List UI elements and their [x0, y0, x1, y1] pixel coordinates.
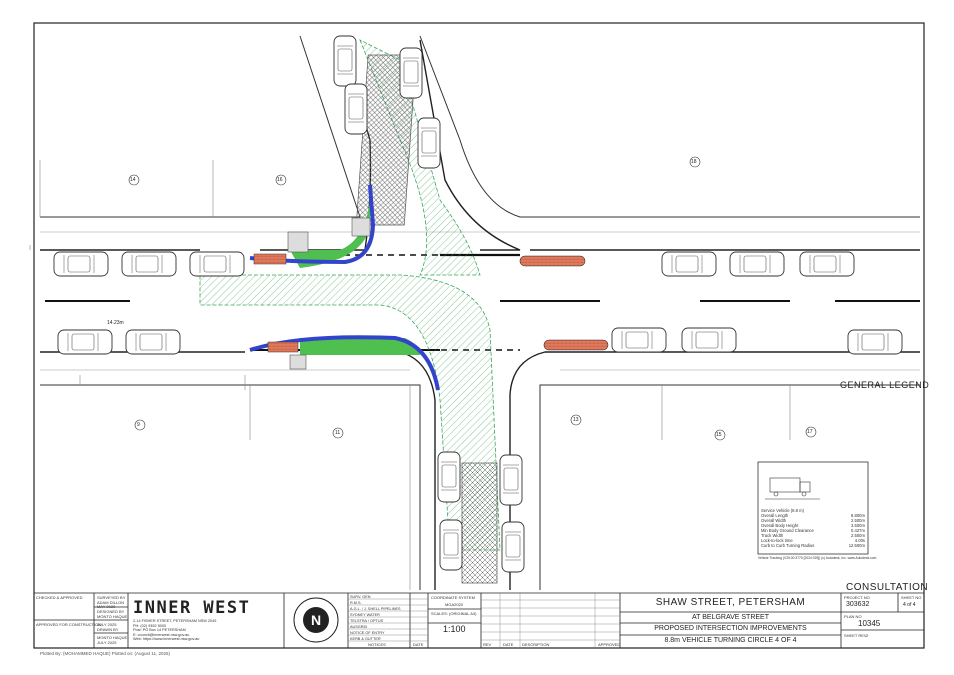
general-legend-label: GENERAL LEGEND [840, 380, 930, 390]
grass-extension-nw [290, 200, 370, 268]
surveyor-name: ADAM DILLON [97, 600, 125, 605]
approved-label: APPROVED [598, 642, 621, 647]
dimension-label: 14.23m [107, 320, 124, 326]
council-logo: INNER WEST [133, 598, 251, 618]
pedestrian-refuge-ne [519, 255, 586, 267]
drawing-title: SHAW STREET, PETERSHAM [655, 597, 806, 608]
north-arrow-icon [293, 597, 339, 643]
lot-number: 15 [716, 432, 722, 438]
rev-label: REV [483, 642, 492, 647]
lot-number: 11 [335, 430, 341, 436]
checked-approved-label: CHECKED & APPROVED [36, 595, 83, 600]
sheet-no: 4 of 4 [903, 602, 916, 608]
truck-icon [765, 477, 820, 500]
notices-date-label: DATE [413, 642, 424, 647]
median-island [355, 54, 417, 226]
drawing-title-at: AT BELGRAVE STREET [691, 614, 770, 621]
pedestrian-refuge-se [543, 339, 609, 351]
description-label: DESCRIPTION [522, 642, 550, 647]
project-no: 303632 [846, 601, 870, 608]
lot-markers [128, 156, 817, 441]
vehicle-spec-box [757, 461, 869, 555]
median-island-south [461, 462, 498, 584]
approved-construction-label: APPROVED FOR CONSTRUCTION [36, 622, 102, 627]
property-boundaries [29, 35, 920, 590]
survey-date: MAY 2020 [97, 604, 116, 609]
title-block-frame [34, 592, 924, 648]
footpath-node [287, 231, 309, 253]
designer-name: MONTO HAQUE [97, 614, 128, 619]
vehicle-spec-footer: Vehicle Tracking (V25.00.3770 [2024.025]… [758, 556, 877, 560]
lot-number: 14 [130, 177, 136, 183]
sheet-no-label: SHEET NO [901, 595, 922, 600]
drawer-name: MONTO HAQUE [97, 635, 128, 640]
project-no-label: PROJECT NO [844, 595, 870, 600]
design-date: JULY 2025 [97, 622, 117, 627]
lot-number: 9 [137, 422, 140, 428]
service-rows [348, 593, 620, 648]
plotted-by: Plotted By: (MOHAMMED HAQUE) Plotted on:… [40, 651, 170, 656]
sheet-rev-label: SHEET REV [844, 633, 867, 638]
sheet-rev: 2 [866, 633, 869, 638]
plan-no-label: PLAN NO [844, 614, 862, 619]
drawn-date: JULY 2025 [97, 640, 117, 645]
services-list: SURV. GEN R.M.S. A.G.L. / J. SHELL PIPEL… [350, 595, 401, 641]
kerb-ramp-sw [267, 341, 299, 353]
north-label: N [311, 612, 322, 628]
plan-no: 10345 [858, 619, 881, 628]
rev-date-label: DATE [503, 642, 514, 647]
swept-path [199, 274, 501, 551]
designed-by-label: DESIGNED BY [97, 609, 125, 614]
lot-number: 18 [691, 159, 697, 165]
scale-value: 1:100 [443, 624, 466, 634]
notices-label: NOTICES [368, 642, 386, 647]
grass-extension-sw [300, 338, 420, 355]
coordinate-system-label: COORDINATE SYSTEM [431, 595, 475, 600]
sheet-border [33, 22, 925, 649]
coordinate-system-value: MGA2020 [445, 602, 464, 607]
lot-number: 13 [573, 417, 579, 423]
drawing-sheet-title: 8.8m VEHICLE TURNING CIRCLE 4 OF 4 [664, 637, 797, 644]
drawing-subtitle: PROPOSED INTERSECTION IMPROVEMENTS [654, 625, 807, 632]
consultation-label: CONSULTATION [846, 582, 929, 593]
surveyed-by-label: SURVEYED BY [97, 595, 126, 600]
lot-number: 17 [807, 429, 813, 435]
kerb-ramp-w [253, 253, 287, 265]
scales-label: SCALES: (ORIGINAL A3) [431, 611, 477, 616]
drawn-by-label: DRAWN BY [97, 627, 119, 632]
spec-row: Service Vehicle (8.8 m) [761, 508, 805, 513]
lot-number: 16 [277, 177, 283, 183]
council-address: 2-14 FISHER STREET, PETERSHAM NSW 2049 P… [133, 619, 217, 642]
